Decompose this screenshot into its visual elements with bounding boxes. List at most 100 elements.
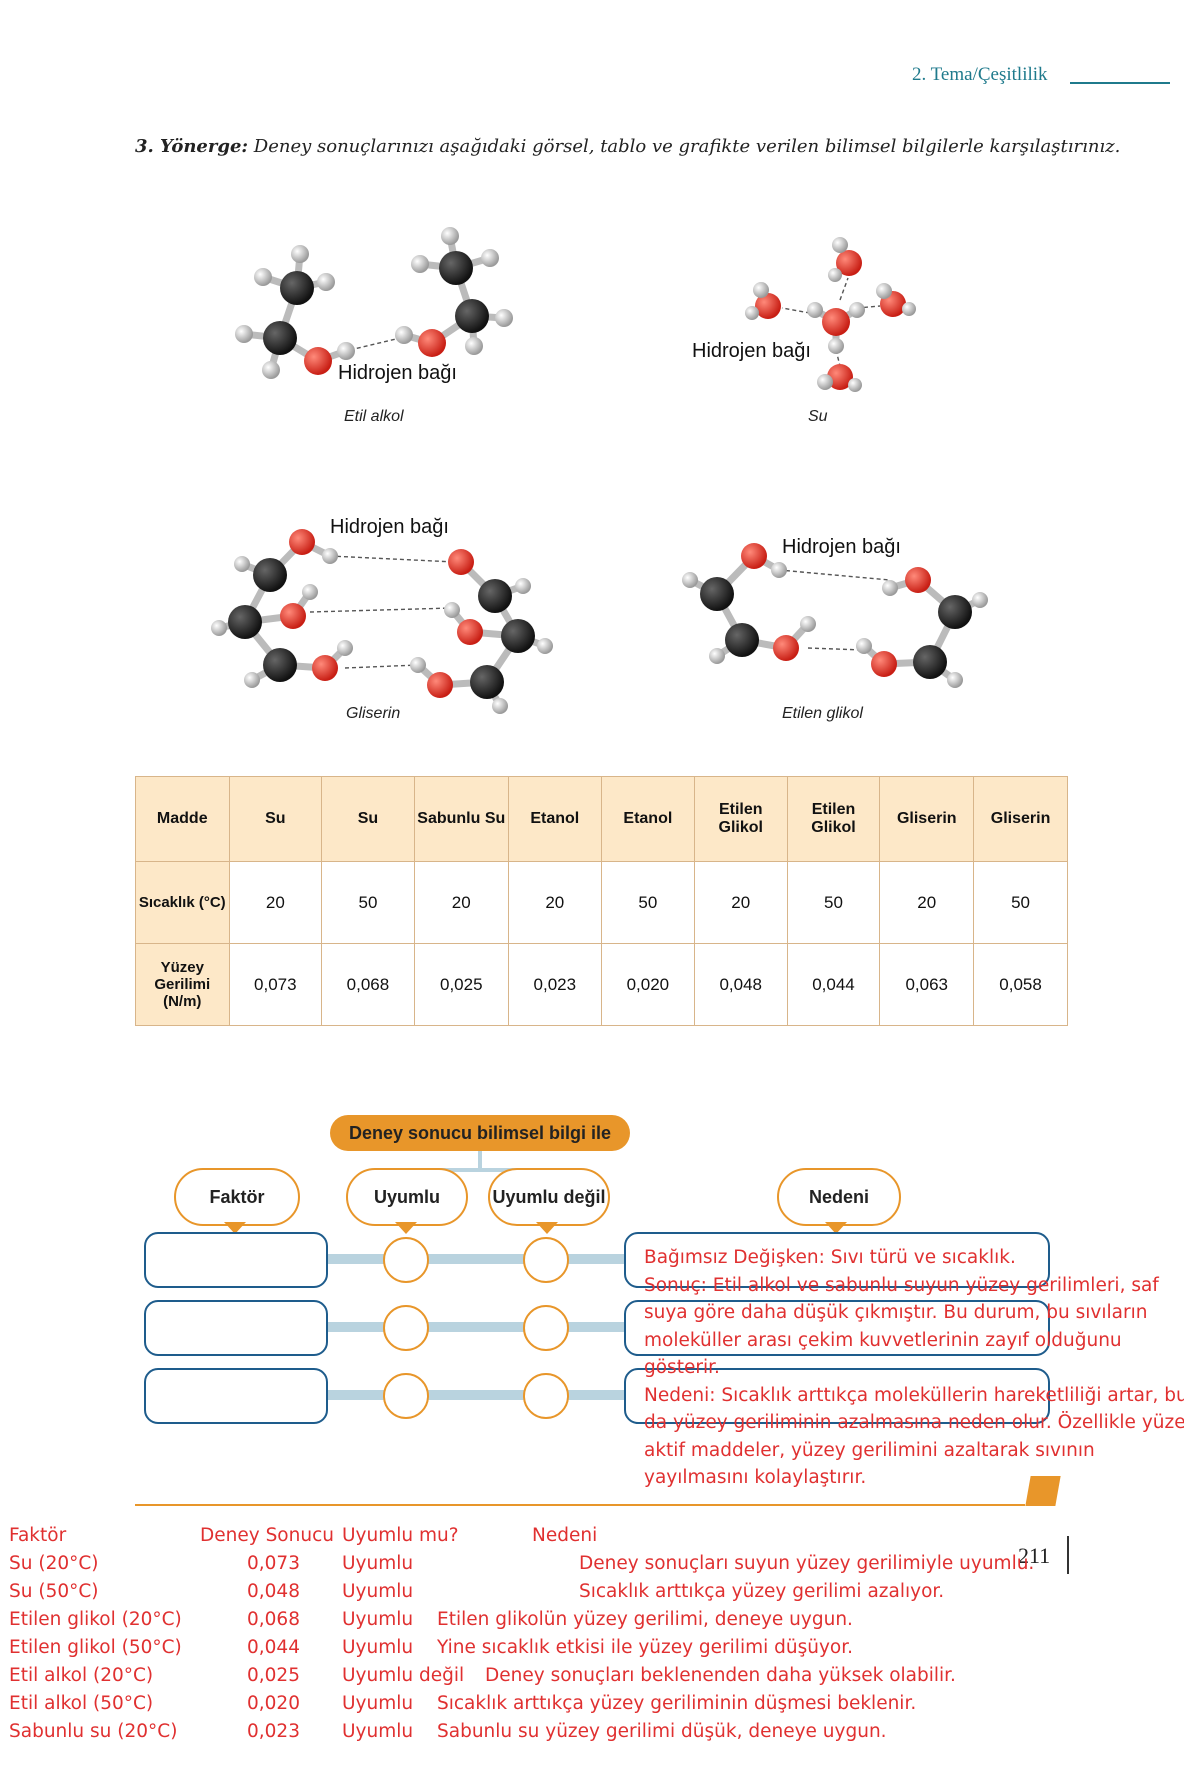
surface-tension-table: Madde Su Su Sabunlu Su Etanol Etanol Eti… — [135, 776, 1068, 1026]
hydrogen-bond-label-glycol: Hidrojen bağı — [782, 536, 901, 558]
table-cell: Sabunlu Su — [413, 776, 509, 862]
reason-input-1[interactable] — [624, 1232, 1050, 1288]
table-cell: Etilen Glikol — [786, 776, 881, 862]
table-cell: Etanol — [600, 776, 695, 862]
molecule-illustrations — [211, 227, 988, 714]
note-line: Nedeni: Sıcaklık arttıkça moleküllerin h… — [644, 1384, 1184, 1406]
table-cell: 20 — [228, 861, 323, 944]
table-cell: 0,023 — [507, 943, 602, 1026]
table-cell: Etilen Glikol — [693, 776, 788, 862]
instruction-label: 3. Yönerge: — [135, 136, 249, 157]
incompatible-check-2[interactable] — [523, 1305, 569, 1351]
incompatible-bubble: Uyumlu değil — [488, 1168, 610, 1226]
note-line: aktif maddeler, yüzey gerilimini azaltar… — [644, 1439, 1095, 1461]
reason-bubble: Nedeni — [777, 1168, 901, 1226]
row-track-3 — [320, 1390, 650, 1400]
note-line: moleküller arası çekim kuvvetlerinin zay… — [644, 1329, 1122, 1351]
table-row-temperature: Sıcaklık (°C) 20 50 20 20 50 20 50 20 50 — [135, 861, 1068, 944]
table-row-substance: Madde Su Su Sabunlu Su Etanol Etanol Eti… — [135, 776, 1068, 862]
row-header: Madde — [135, 776, 230, 862]
results-cell: Uyumlu — [342, 1553, 414, 1574]
note-line: gösterir. — [644, 1357, 720, 1378]
results-header: Uyumlu mu? — [342, 1525, 459, 1546]
compatible-bubble: Uyumlu — [346, 1168, 468, 1226]
results-header: Nedeni — [532, 1525, 598, 1546]
compatible-check-3[interactable] — [383, 1373, 429, 1419]
table-cell: 50 — [973, 861, 1068, 944]
molecule-name-water: Su — [808, 408, 828, 425]
handwritten-notes: Bağımsız Değişken: Sıvı türü ve sıcaklık… — [644, 1244, 1184, 1492]
table-cell: 0,073 — [228, 943, 323, 1026]
note-line: yayılmasını kolaylaştırır. — [644, 1467, 867, 1488]
page-number-bar — [1067, 1536, 1069, 1574]
molecule-name-ethylene-glycol: Etilen glikol — [782, 705, 863, 722]
results-cell: Etilen glikolün yüzey gerilimi, deneye u… — [437, 1609, 853, 1630]
note-line: suya göre daha düşük çıkmıştır. Bu durum… — [644, 1302, 1148, 1323]
reason-input-2[interactable] — [624, 1300, 1050, 1356]
footer-corner-mark — [1025, 1476, 1061, 1506]
results-cell: Uyumlu — [342, 1693, 414, 1714]
row-header: Sıcaklık (°C) — [135, 861, 230, 944]
row-track-1 — [320, 1254, 650, 1264]
table-cell: 0,048 — [693, 943, 788, 1026]
table-row-tension: Yüzey Gerilimi (N/m) 0,073 0,068 0,025 0… — [135, 943, 1068, 1026]
results-cell: Su (20°C) — [9, 1553, 99, 1574]
molecule-name-ethanol: Etil alkol — [344, 408, 404, 425]
results-cell: Sabunlu su yüzey gerilimi düşük, deneye … — [437, 1721, 887, 1742]
table-cell: 20 — [507, 861, 602, 944]
table-cell: 0,025 — [413, 943, 509, 1026]
factor-input-3[interactable] — [144, 1368, 328, 1424]
reason-input-3[interactable] — [624, 1368, 1050, 1424]
compatible-check-1[interactable] — [383, 1237, 429, 1283]
results-cell: Etil alkol (20°C) — [9, 1665, 154, 1686]
results-cell: Uyumlu — [342, 1609, 414, 1630]
results-cell: 0,048 — [247, 1581, 300, 1602]
results-cell: 0,023 — [247, 1721, 300, 1742]
table-cell: 50 — [786, 861, 881, 944]
results-cell: Sabunlu su (20°C) — [9, 1721, 178, 1742]
table-cell: 0,020 — [600, 943, 695, 1026]
results-cell: Uyumlu — [342, 1581, 414, 1602]
row-header: Yüzey Gerilimi (N/m) — [135, 943, 230, 1026]
header-rule — [1070, 82, 1170, 84]
table-cell: 0,058 — [973, 943, 1068, 1026]
factor-input-1[interactable] — [144, 1232, 328, 1288]
instruction: 3. Yönerge: Deney sonuçlarınızı aşağıdak… — [135, 136, 1120, 157]
diagram-title: Deney sonucu bilimsel bilgi ile — [330, 1115, 630, 1151]
molecule-name-glycerin: Gliserin — [346, 705, 401, 722]
note-line: Bağımsız Değişken: Sıvı türü ve sıcaklık… — [644, 1247, 1016, 1268]
results-cell: 0,068 — [247, 1609, 300, 1630]
table-cell: 20 — [693, 861, 788, 944]
results-cell: 0,044 — [247, 1637, 300, 1658]
results-cell: 0,073 — [247, 1553, 300, 1574]
results-cell: Yine sıcaklık etkisi ile yüzey gerilimi … — [437, 1637, 854, 1658]
page-number: 211 — [1018, 1543, 1051, 1568]
results-cell: Deney sonuçları beklenenden daha yüksek … — [485, 1665, 956, 1686]
results-cell: Sıcaklık arttıkça yüzey geriliminin düşm… — [437, 1693, 917, 1714]
hydrogen-bond-label-ethanol: Hidrojen bağı — [338, 362, 457, 384]
hydrogen-bond-label-water: Hidrojen bağı — [692, 340, 811, 362]
incompatible-check-1[interactable] — [523, 1237, 569, 1283]
results-cell: Deney sonuçları suyun yüzey gerilimiyle … — [579, 1553, 1035, 1574]
hydrogen-bond-label-glycerin: Hidrojen bağı — [330, 516, 449, 538]
results-cell: 0,025 — [247, 1665, 300, 1686]
footer-rule — [135, 1504, 1025, 1506]
table-cell: 0,068 — [321, 943, 415, 1026]
results-header: Faktör — [9, 1525, 67, 1546]
results-header: Deney Sonucu — [200, 1525, 334, 1546]
table-cell: 20 — [413, 861, 509, 944]
running-header: 2. Tema/Çeşitlilik — [912, 64, 1048, 85]
note-line: da yüzey geriliminin azalmasına neden ol… — [644, 1412, 1184, 1433]
factor-input-2[interactable] — [144, 1300, 328, 1356]
results-cell: Sıcaklık arttıkça yüzey gerilimi azalıyo… — [579, 1581, 945, 1602]
table-cell: 0,044 — [786, 943, 881, 1026]
instruction-text: Deney sonuçlarınızı aşağıdaki görsel, ta… — [253, 136, 1121, 157]
table-cell: 0,063 — [879, 943, 975, 1026]
table-cell: 50 — [600, 861, 695, 944]
results-cell: 0,020 — [247, 1693, 300, 1714]
note-line: Sonuç: Etil alkol ve sabunlu suyun yüzey… — [644, 1274, 1159, 1296]
results-cell: Su (50°C) — [9, 1581, 99, 1602]
compatible-check-2[interactable] — [383, 1305, 429, 1351]
table-cell: Su — [321, 776, 415, 862]
incompatible-check-3[interactable] — [523, 1373, 569, 1419]
